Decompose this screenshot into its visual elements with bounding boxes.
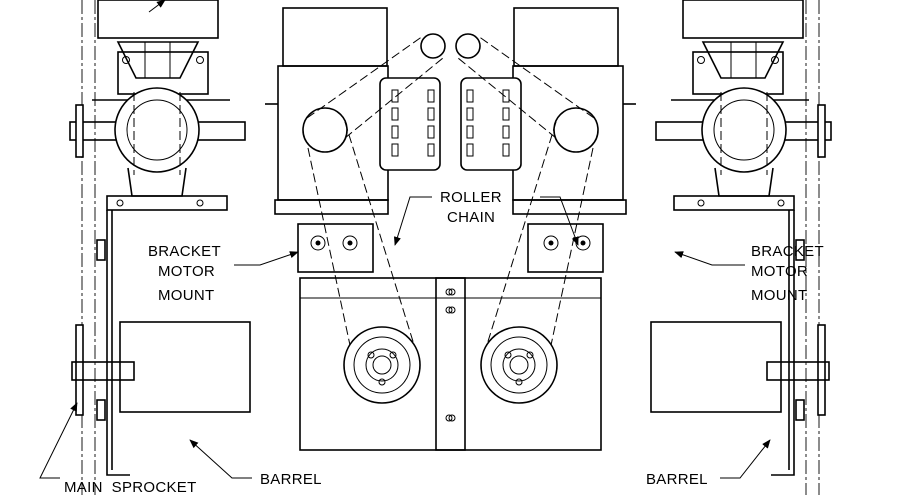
leader-lines: [39, 0, 771, 479]
barrel-right-label: BARREL: [646, 471, 708, 488]
bracket-motor-mount-right-line1: BRACKET: [751, 243, 824, 260]
barrel-left-label: BARREL: [260, 471, 322, 488]
main-sprocket-label: MAIN SPROCKET: [64, 479, 197, 495]
bracket-motor-mount-left-line1: BRACKET: [148, 243, 221, 260]
bracket-motor-mount-left-line2: MOTOR: [158, 263, 215, 280]
roller-chain-label-line1: ROLLER: [440, 189, 502, 206]
right-front-view: [435, 7, 637, 451]
bracket-motor-mount-right-line2: MOTOR: [751, 263, 808, 280]
bracket-motor-mount-right-line3: MOUNT: [751, 287, 808, 304]
left-front-view: [264, 7, 466, 451]
roller-chain-label-line2: CHAIN: [447, 209, 495, 226]
bracket-motor-mount-left-line3: MOUNT: [158, 287, 215, 304]
